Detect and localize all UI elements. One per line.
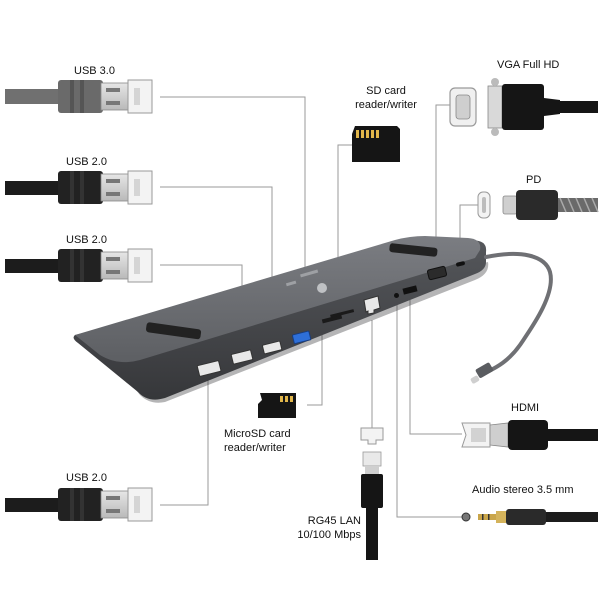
label-usb30: USB 3.0 [74, 64, 115, 78]
label-lan-line1: RG45 LAN [283, 514, 361, 528]
label-audio: Audio stereo 3.5 mm [472, 483, 574, 497]
label-msd-line2: reader/writer [224, 441, 291, 455]
label-sd-line1: SD card [336, 84, 436, 98]
sd-card-icon [352, 126, 400, 162]
lan-port-icon [361, 428, 383, 444]
audio-jack-icon [462, 513, 470, 521]
usb30-cable [5, 80, 152, 113]
usb20-cable-c [5, 488, 152, 521]
label-usb20-c: USB 2.0 [66, 471, 107, 485]
brand-logo-icon [317, 283, 327, 293]
dock-cable-plug [475, 362, 494, 379]
label-lan-line2: 10/100 Mbps [283, 528, 361, 542]
vga-cable [450, 78, 598, 136]
microsd-card-icon [258, 393, 296, 418]
label-lan: RG45 LAN 10/100 Mbps [283, 514, 361, 542]
dock-cable [486, 254, 551, 372]
label-pd: PD [526, 173, 541, 187]
audio-port [394, 293, 399, 298]
pd-cable [478, 190, 598, 220]
leader-audio [397, 297, 462, 517]
audio-cable [462, 509, 598, 525]
dock-cable-plug-tip [470, 375, 480, 384]
label-microsd-card: MicroSD card reader/writer [224, 427, 291, 455]
lan-cable [361, 428, 383, 560]
label-sd-line2: reader/writer [336, 98, 436, 112]
label-vga: VGA Full HD [497, 58, 559, 72]
usb20-cable-b [5, 249, 152, 282]
label-usb20-b: USB 2.0 [66, 233, 107, 247]
hdmi-cable [462, 420, 598, 450]
label-usb20-a: USB 2.0 [66, 155, 107, 169]
label-sd-card: SD card reader/writer [336, 84, 436, 112]
leader-hdmi [410, 300, 462, 434]
usb20-cable-a [5, 171, 152, 204]
label-msd-line1: MicroSD card [224, 427, 291, 441]
label-hdmi: HDMI [511, 401, 539, 415]
